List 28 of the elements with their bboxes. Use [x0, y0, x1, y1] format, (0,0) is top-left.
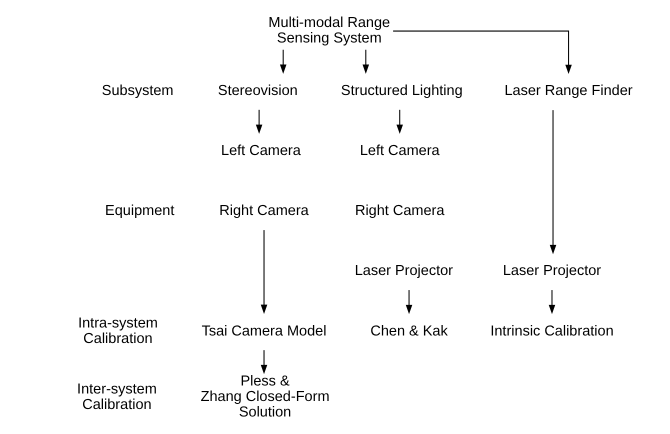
node-text: Left Camera — [359, 143, 440, 160]
label: Inter-system Calibration — [76, 381, 156, 413]
arrow — [396, 110, 402, 134]
node-text: Pless & Zhang Closed-Form Solution — [200, 374, 330, 421]
node-text: Left Camera — [220, 143, 300, 160]
node-text: Stereovision — [217, 82, 298, 99]
node-text: Multi-modal Range Sensing System — [268, 15, 390, 47]
node-text: Structured Lighting — [340, 82, 462, 99]
arrow — [279, 50, 286, 74]
node-text: Laser Projector — [502, 263, 601, 280]
arrow — [362, 50, 369, 74]
arrow — [260, 350, 267, 374]
label: Intra-system Calibration — [78, 316, 158, 348]
arrow — [255, 110, 262, 134]
label: Equipment — [104, 203, 174, 220]
node-text: Right Camera — [218, 203, 308, 220]
label: Subsystem — [101, 82, 174, 99]
node-text: Chen & Kak — [370, 323, 448, 340]
arrow — [549, 110, 556, 254]
node-text: Tsai Camera Model — [201, 323, 326, 340]
node-text: Laser Range Finder — [504, 82, 632, 99]
node-text: Intrinsic Calibration — [490, 323, 614, 340]
node-text: Laser Projector — [354, 263, 453, 280]
arrow — [548, 290, 555, 314]
arrow — [392, 30, 572, 74]
arrow — [260, 230, 267, 314]
arrow — [405, 290, 412, 314]
node-text: Right Camera — [354, 203, 444, 220]
